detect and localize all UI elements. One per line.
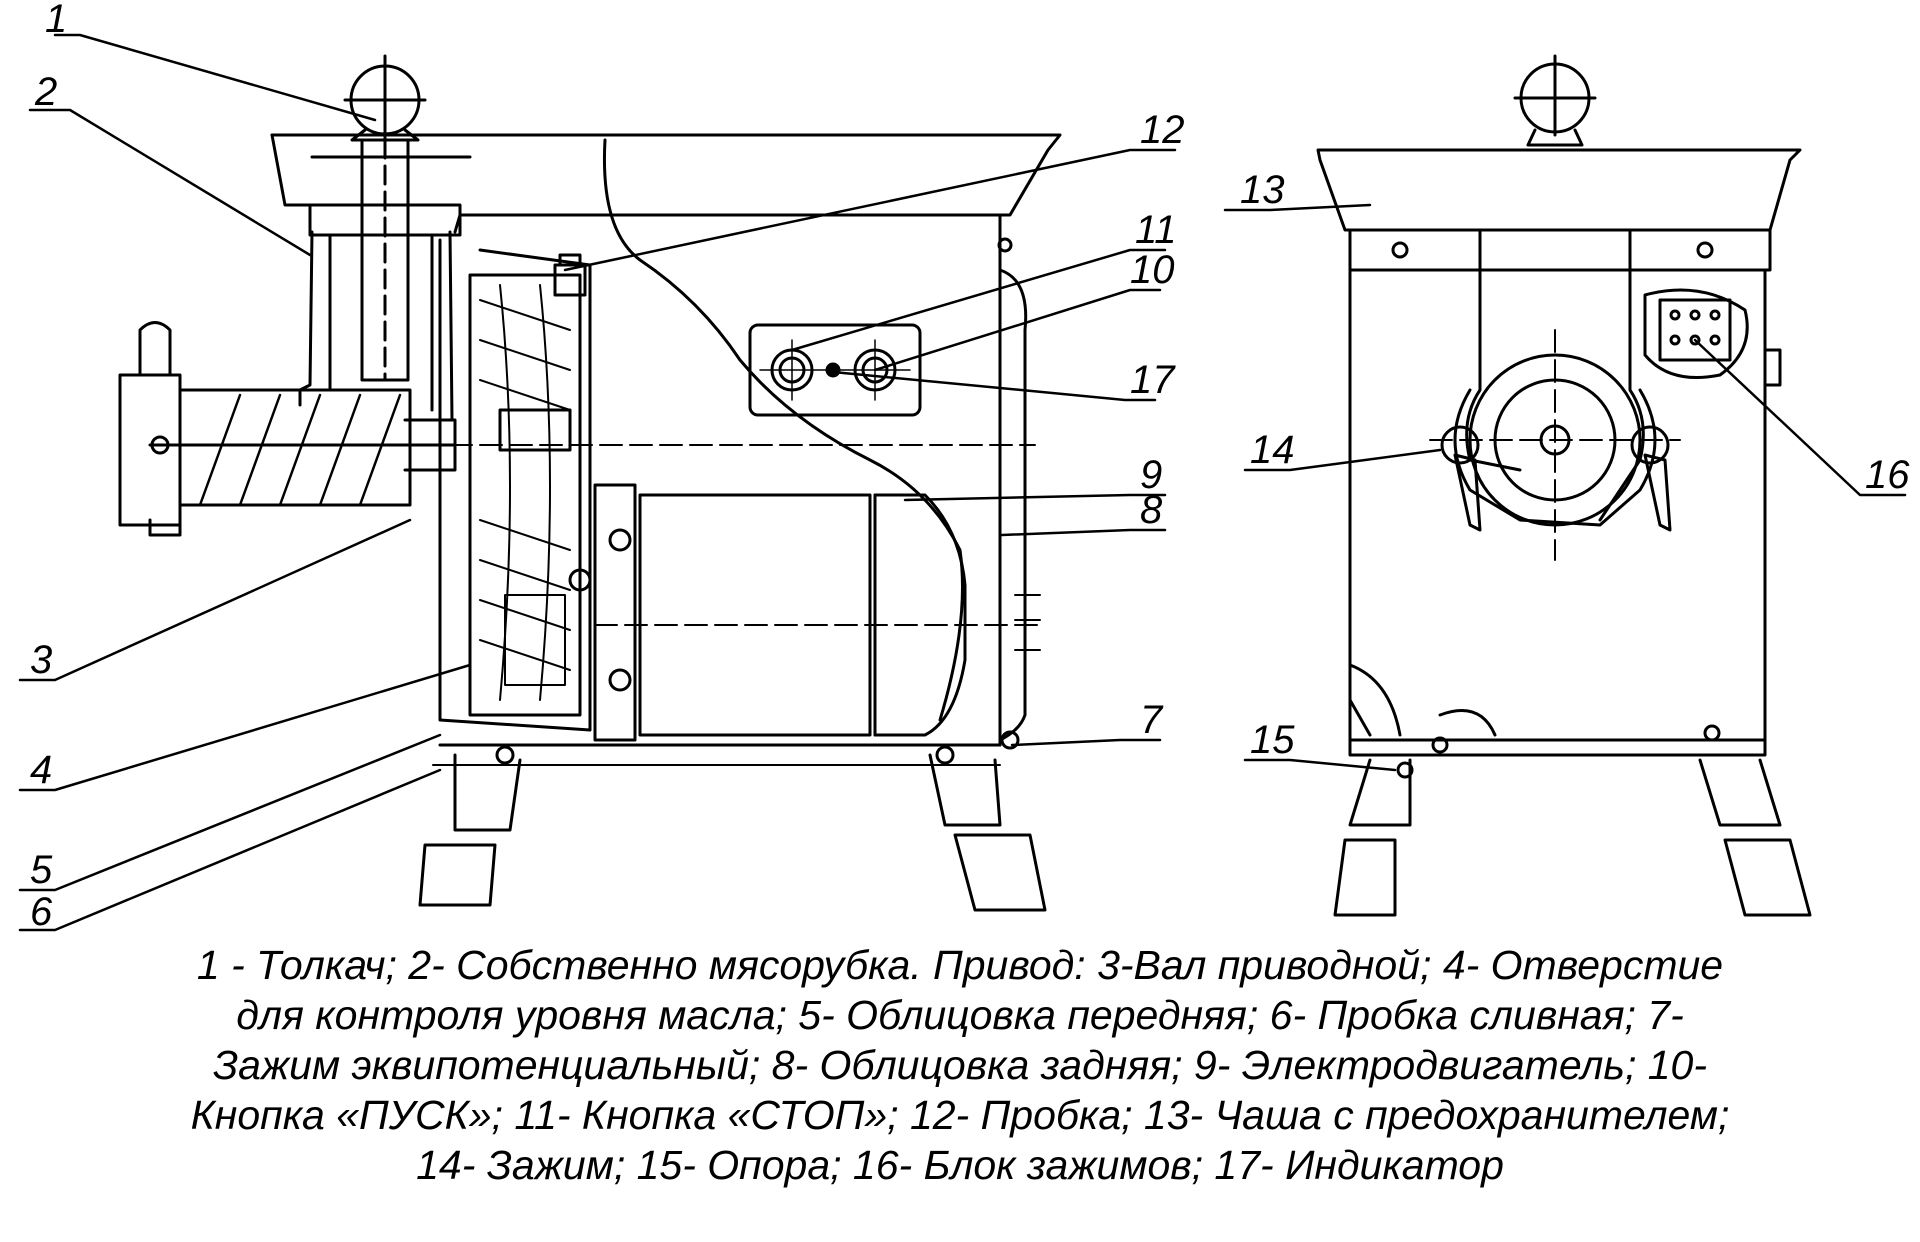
callout-5: 5 bbox=[30, 848, 53, 892]
leader-2 bbox=[28, 108, 312, 257]
callout-1: 1 bbox=[45, 0, 67, 41]
leader-15 bbox=[1243, 758, 1397, 772]
callout-10: 10 bbox=[1130, 248, 1175, 292]
caption-line: для контроля уровня масла; 5- Облицовка … bbox=[236, 992, 1684, 1038]
pusher bbox=[343, 54, 427, 382]
base-legs bbox=[418, 730, 1047, 912]
leader-5 bbox=[18, 733, 442, 892]
leader-7 bbox=[1010, 738, 1162, 747]
front-view bbox=[1316, 54, 1812, 917]
callout-11: 11 bbox=[1135, 208, 1177, 252]
terminal-block bbox=[1643, 288, 1782, 387]
callout-9: 9 bbox=[1140, 453, 1162, 497]
leader-11 bbox=[790, 248, 1167, 352]
grinder-body bbox=[298, 203, 462, 422]
leader-lines bbox=[18, 33, 1907, 932]
leader-8 bbox=[1000, 528, 1167, 537]
front-legs bbox=[1333, 758, 1812, 917]
callout-2: 2 bbox=[34, 70, 57, 114]
callout-3: 3 bbox=[30, 638, 52, 682]
leader-10 bbox=[873, 288, 1162, 372]
caption-line: Кнопка «ПУСК»; 11- Кнопка «СТОП»; 12- Пр… bbox=[190, 1092, 1730, 1138]
front-pusher bbox=[1513, 54, 1597, 147]
front-housing bbox=[1348, 228, 1767, 757]
motor bbox=[449, 444, 1041, 742]
leader-12 bbox=[563, 148, 1177, 272]
leader-9 bbox=[903, 493, 1167, 502]
caption-line: 14- Зажим; 15- Опора; 16- Блок зажимов; … bbox=[416, 1142, 1504, 1188]
leader-4 bbox=[18, 663, 472, 792]
auger-housing bbox=[118, 321, 457, 537]
callout-numbers: 1 2 3 4 5 6 7 8 9 10 11 12 13 14 15 16 1… bbox=[30, 0, 1910, 934]
callout-4: 4 bbox=[30, 748, 52, 792]
callout-12: 12 bbox=[1140, 108, 1185, 152]
caption-line: Зажим эквипотенциальный; 8- Облицовка за… bbox=[213, 1042, 1707, 1088]
leader-3 bbox=[18, 518, 412, 682]
callout-14: 14 bbox=[1250, 428, 1295, 472]
callout-8: 8 bbox=[1140, 488, 1163, 532]
leader-17 bbox=[831, 370, 1157, 402]
diagram-caption: 1 - Толкач; 2- Собственно мясорубка. При… bbox=[40, 940, 1880, 1190]
gearbox bbox=[438, 238, 592, 732]
feed-tray bbox=[270, 133, 1062, 722]
callout-15: 15 bbox=[1250, 718, 1295, 762]
leader-13 bbox=[1223, 203, 1372, 212]
front-grinder-head bbox=[1429, 329, 1681, 561]
side-view bbox=[118, 54, 1062, 912]
leader-6 bbox=[18, 768, 442, 932]
front-clamps bbox=[1440, 425, 1672, 532]
caption-line: 1 - Толкач; 2- Собственно мясорубка. При… bbox=[196, 942, 1724, 988]
callout-17: 17 bbox=[1130, 358, 1176, 402]
callout-16: 16 bbox=[1865, 453, 1910, 497]
callout-13: 13 bbox=[1240, 168, 1285, 212]
callout-6: 6 bbox=[30, 890, 53, 934]
leader-16 bbox=[1693, 338, 1907, 497]
leader-14 bbox=[1243, 448, 1442, 472]
leader-1 bbox=[53, 33, 377, 122]
callout-7: 7 bbox=[1140, 698, 1164, 742]
front-bowl bbox=[1316, 148, 1802, 272]
